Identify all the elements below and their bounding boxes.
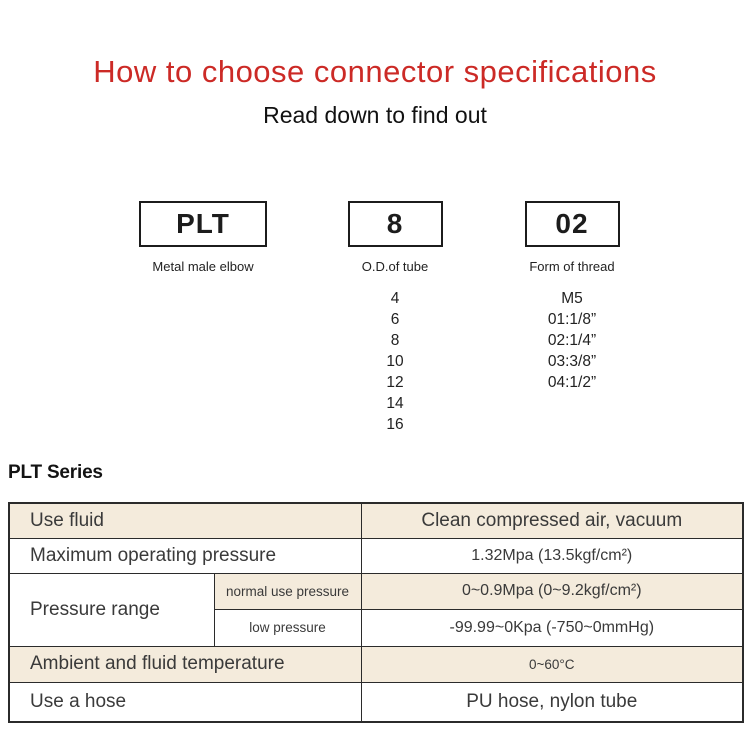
option-item: 03:3/8”	[547, 353, 597, 370]
row-value-hose: PU hose, nylon tube	[360, 681, 744, 723]
sub-label-low-pressure: low pressure	[213, 608, 362, 647]
option-item: 04:1/2”	[547, 374, 597, 391]
sub-label-normal-pressure: normal use pressure	[213, 572, 362, 610]
page-title: How to choose connector specifications	[93, 54, 657, 89]
option-item: 02:1/4”	[547, 332, 597, 349]
code-column-thread: 02 Form of thread M5 01:1/8” 02:1/4” 03:…	[472, 201, 672, 393]
table-row: low pressure -99.99~0Kpa (-750~0mmHg)	[9, 608, 744, 647]
tube-size-options: 4 6 8 10 12 14 16	[386, 288, 403, 435]
option-item: 6	[390, 311, 400, 328]
table-row: Pressure range normal use pressure 0~0.9…	[8, 572, 744, 647]
row-value-max-pressure: 1.32Mpa (13.5kgf/cm²)	[360, 537, 744, 574]
option-item: 10	[386, 353, 404, 370]
row-label-max-pressure: Maximum operating pressure	[8, 537, 362, 574]
sub-value-low-pressure: -99.99~0Kpa (-750~0mmHg)	[360, 608, 744, 647]
row-label-temperature: Ambient and fluid temperature	[8, 645, 362, 683]
row-value-temperature: 0~60°C	[360, 645, 744, 683]
sub-value-normal-pressure: 0~0.9Mpa (0~9.2kgf/cm²)	[360, 572, 744, 610]
row-label-use-fluid: Use fluid	[8, 502, 362, 539]
option-item: 01:1/8”	[547, 311, 597, 328]
option-item: 14	[386, 395, 404, 412]
code-box-tube-size: 8	[347, 201, 443, 247]
option-item: 12	[386, 374, 404, 391]
code-box-thread: 02	[524, 201, 620, 247]
option-item: 16	[386, 416, 404, 433]
code-column-tube-size: 8 O.D.of tube 4 6 8 10 12 14 16	[295, 201, 495, 435]
page-subtitle: Read down to find out	[263, 102, 487, 128]
spec-table: Use fluid Clean compressed air, vacuum M…	[8, 502, 745, 723]
row-value-use-fluid: Clean compressed air, vacuum	[360, 502, 744, 539]
code-label-tube-size: O.D.of tube	[361, 259, 429, 274]
thread-options: M5 01:1/8” 02:1/4” 03:3/8” 04:1/2”	[548, 288, 596, 393]
code-label-series: Metal male elbow	[152, 259, 254, 274]
row-label-pressure-range: Pressure range	[8, 572, 215, 647]
series-heading: PLT Series	[8, 462, 103, 483]
table-row: Use fluid Clean compressed air, vacuum	[8, 502, 744, 539]
option-item: M5	[561, 290, 583, 307]
code-box-series: PLT	[139, 201, 267, 247]
option-item: 4	[390, 290, 400, 307]
code-label-thread: Form of thread	[529, 259, 615, 274]
option-item: 8	[390, 332, 400, 349]
table-row: Maximum operating pressure 1.32Mpa (13.5…	[8, 537, 744, 574]
row-label-hose: Use a hose	[8, 681, 362, 723]
table-row: Use a hose PU hose, nylon tube	[8, 681, 744, 723]
code-column-series: PLT Metal male elbow	[103, 201, 303, 274]
table-row: Ambient and fluid temperature 0~60°C	[8, 645, 744, 683]
